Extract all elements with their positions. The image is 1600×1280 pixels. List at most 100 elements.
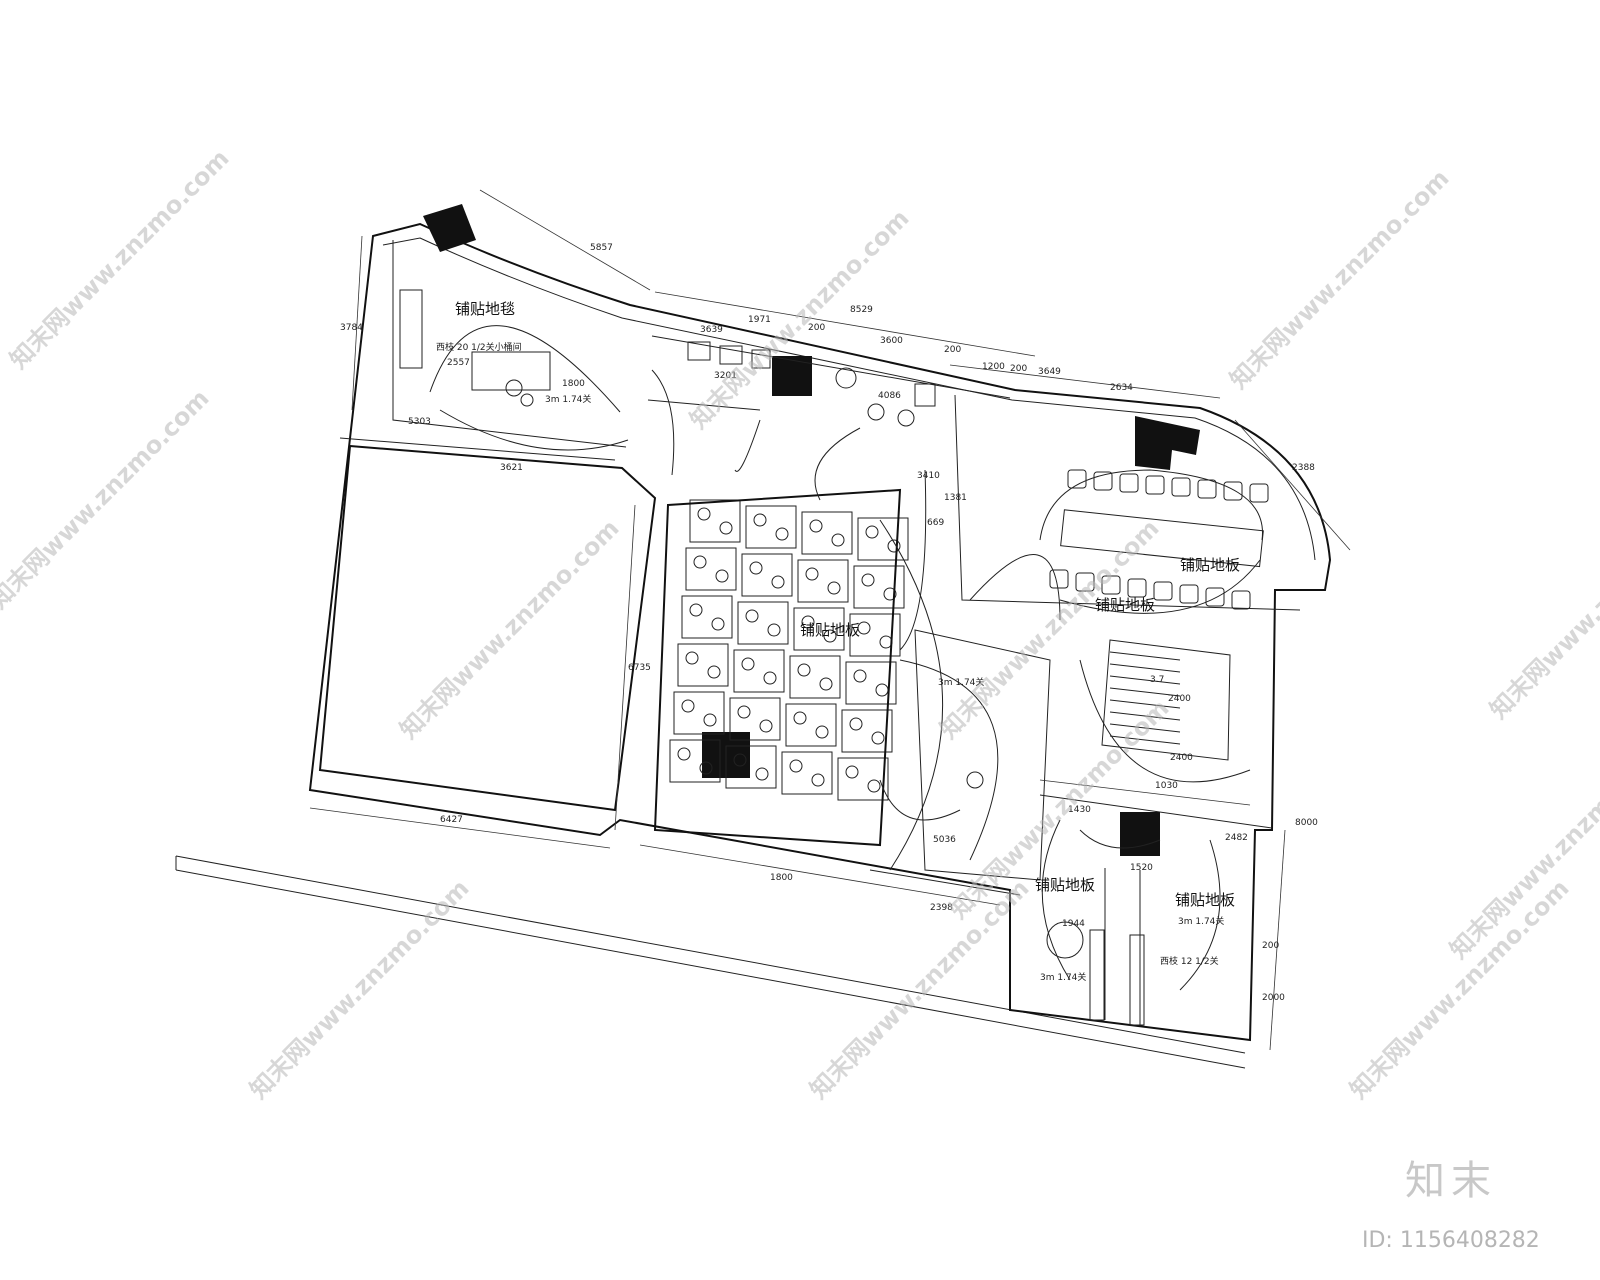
office-chair — [763, 671, 777, 685]
office-chair — [741, 657, 755, 671]
dimension-value: 8529 — [850, 305, 873, 315]
stairs — [1101, 639, 1231, 761]
conference-chair — [1205, 587, 1225, 607]
watermark-text: 知末网www.znzmo.com — [934, 514, 1164, 744]
workstation-desk — [745, 505, 797, 549]
dimension-value: 5036 — [933, 835, 956, 845]
dimension-value: 2400 — [1168, 694, 1191, 704]
dimension-value: 200 — [1262, 941, 1279, 951]
office-chair — [759, 719, 773, 733]
workstation-desk — [841, 709, 893, 753]
room-floor-label: 铺贴地毯 — [455, 300, 515, 318]
office-chair — [681, 699, 695, 713]
workstation-desk — [669, 739, 721, 783]
conference-chair — [1145, 475, 1165, 495]
upper-left-room — [392, 240, 629, 451]
office-chair — [715, 569, 729, 583]
workstation-desk — [677, 643, 729, 687]
dimension-value: 2557 — [447, 358, 470, 368]
office-chair — [753, 513, 767, 527]
office-chair — [871, 731, 885, 745]
fixture-note: 3m 1.74关 — [1040, 971, 1086, 983]
dimension-value: 2400 — [1170, 753, 1193, 763]
conference-chair — [1093, 471, 1113, 491]
office-chair — [719, 521, 733, 535]
conference-chair — [1153, 581, 1173, 601]
office-chair — [711, 617, 725, 631]
fixture-note: 3m 1.74关 — [545, 393, 591, 405]
office-chair — [801, 615, 815, 629]
workstation-desk — [681, 595, 733, 639]
workstation-desk — [837, 757, 889, 801]
conference-chair — [1179, 584, 1199, 604]
office-chair — [677, 747, 691, 761]
building-outline — [308, 222, 1332, 1042]
workstation-desk — [685, 547, 737, 591]
watermark-text: 知末网www.znzmo.com — [244, 874, 474, 1104]
fixture-note: 西枝 12 1/2关 — [1160, 955, 1219, 967]
office-chair — [703, 713, 717, 727]
dimension-value: 2388 — [1292, 463, 1315, 473]
dimension-lines — [309, 189, 1351, 1051]
workstation-desk — [737, 601, 789, 645]
office-chair — [867, 779, 881, 793]
dimension-value: 200 — [808, 323, 825, 333]
workstation-desk — [797, 559, 849, 603]
fixture-note: 3m 1.74关 — [1178, 915, 1224, 927]
office-chair — [797, 663, 811, 677]
dimension-value: 1200 — [982, 362, 1005, 372]
workstation-desk — [673, 691, 725, 735]
dimension-value: 1800 — [562, 379, 585, 389]
workstation-desk — [781, 751, 833, 795]
dimension-value: 669 — [927, 518, 944, 528]
office-chair — [819, 677, 833, 691]
office-chair — [805, 567, 819, 581]
workstation-desk — [725, 745, 777, 789]
dimension-value: 2634 — [1110, 383, 1133, 393]
watermark-text: 知末网www.znzmo.com — [0, 384, 215, 614]
room-floor-label: 铺贴地板 — [1180, 556, 1240, 574]
room-floor-label: 铺贴地板 — [800, 621, 860, 639]
conference-chair — [1197, 479, 1217, 499]
office-chair — [831, 533, 845, 547]
room-floor-label: 铺贴地板 — [1035, 876, 1095, 894]
office-chair — [699, 761, 713, 775]
watermark-text: 知末网www.znzmo.com — [1484, 494, 1600, 724]
dimension-value: 3621 — [500, 463, 523, 473]
workstation-desk — [793, 607, 845, 651]
room-floor-label: 铺贴地板 — [1095, 596, 1155, 614]
office-chair — [737, 705, 751, 719]
workstation-block — [653, 488, 909, 847]
workstation-desk — [733, 649, 785, 693]
room-floor-label: 铺贴地板 — [1175, 891, 1235, 909]
office-chair — [827, 581, 841, 595]
watermark-text: 知末网www.znzmo.com — [804, 874, 1034, 1104]
office-chair — [707, 665, 721, 679]
fixture-note: 西枝 20 1/2关小桶间 — [436, 341, 522, 353]
office-chair — [685, 651, 699, 665]
dimension-value: 1430 — [1068, 805, 1091, 815]
dimension-value: 1944 — [1062, 919, 1085, 929]
workstation-desk — [689, 499, 741, 543]
office-chair — [875, 683, 889, 697]
conference-chair — [1223, 481, 1243, 501]
dimension-value: 5303 — [408, 417, 431, 427]
workstation-desk — [853, 565, 905, 609]
dimension-value: 4086 — [878, 391, 901, 401]
dimension-value: 1520 — [1130, 863, 1153, 873]
fixture-note: 3m 1.74关 — [938, 676, 984, 688]
watermark-text: 知末网www.znzmo.com — [4, 144, 234, 374]
office-chair — [815, 725, 829, 739]
dimension-value: 1800 — [770, 873, 793, 883]
office-chair — [861, 573, 875, 587]
office-chair — [755, 767, 769, 781]
dimension-value: 1030 — [1155, 781, 1178, 791]
wiring-arcs — [814, 427, 1251, 896]
conference-chair — [1171, 477, 1191, 497]
dimension-value: 3784 — [340, 323, 363, 333]
office-chair — [749, 561, 763, 575]
road-line — [175, 855, 1246, 1069]
